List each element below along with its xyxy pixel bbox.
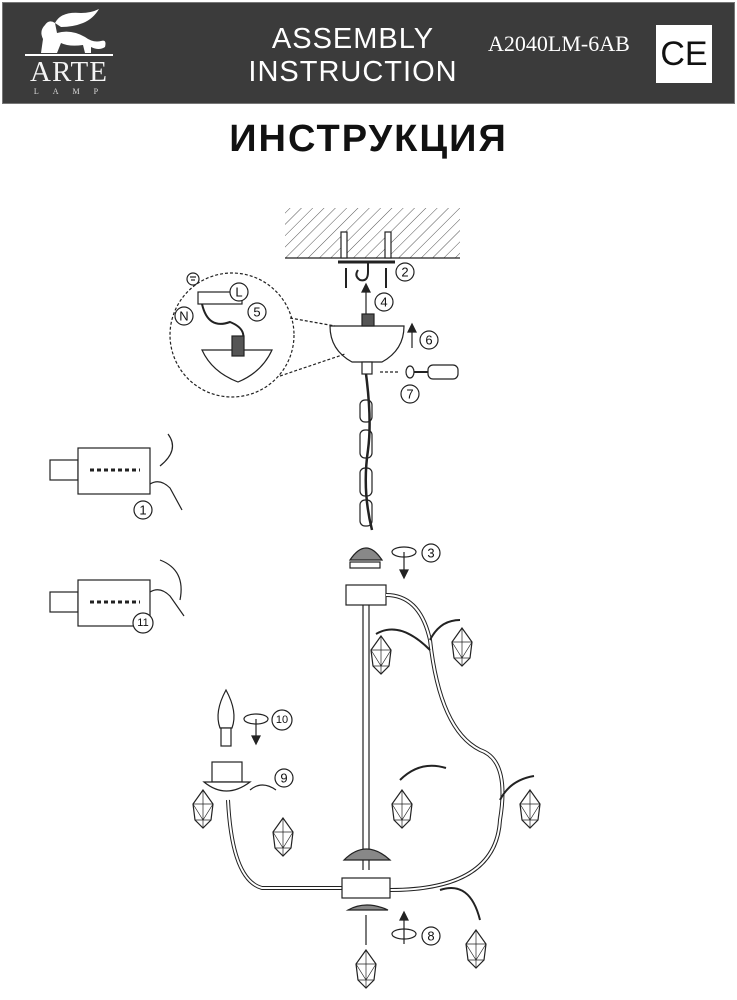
page-title: ИНСТРУКЦИЯ bbox=[229, 118, 508, 160]
svg-text:10: 10 bbox=[276, 714, 288, 726]
arrow-icon bbox=[361, 282, 371, 315]
chandelier-body bbox=[226, 547, 535, 945]
terminal-detail-11 bbox=[49, 559, 185, 627]
candle-socket bbox=[202, 761, 252, 792]
lion-logo-icon bbox=[25, 9, 113, 56]
brand-subtitle: LAMP bbox=[33, 87, 113, 96]
model-number: A2040LM-6AB bbox=[488, 31, 630, 56]
svg-text:9: 9 bbox=[280, 771, 287, 786]
mounting-bracket bbox=[338, 231, 395, 288]
ceiling bbox=[285, 208, 460, 259]
chain bbox=[359, 373, 374, 531]
header-bar: ARTE LAMP ASSEMBLY INSTRUCTION A2040LM-6… bbox=[2, 2, 735, 104]
canopy bbox=[329, 313, 405, 375]
terminal-detail-1 bbox=[49, 433, 183, 511]
step-6: 6 bbox=[419, 330, 439, 350]
step-3: 3 bbox=[421, 543, 441, 563]
document-title: ASSEMBLY INSTRUCTION bbox=[233, 23, 473, 89]
svg-text:11: 11 bbox=[137, 617, 148, 629]
step-2: 2 bbox=[395, 262, 415, 282]
bulb-icon bbox=[217, 688, 235, 747]
title-line-2: INSTRUCTION bbox=[248, 56, 458, 88]
arrow-icon bbox=[249, 784, 277, 791]
step-1: 1 bbox=[133, 500, 153, 520]
svg-text:5: 5 bbox=[253, 305, 260, 320]
live-label: L bbox=[235, 285, 242, 300]
step-4: 4 bbox=[374, 292, 394, 312]
step-10: 10 bbox=[271, 709, 293, 731]
svg-text:7: 7 bbox=[406, 387, 413, 402]
svg-text:1: 1 bbox=[139, 503, 146, 518]
step-11: 11 bbox=[132, 612, 154, 634]
ce-mark: CE bbox=[656, 25, 712, 83]
svg-text:4: 4 bbox=[380, 295, 387, 310]
brand-logo: ARTE LAMP bbox=[21, 9, 117, 99]
step-5: 5 bbox=[247, 302, 267, 322]
svg-text:2: 2 bbox=[401, 265, 408, 280]
svg-text:6: 6 bbox=[425, 333, 432, 348]
step-7: 7 bbox=[400, 384, 420, 404]
ground-symbol-icon bbox=[186, 272, 200, 286]
neutral-label: N bbox=[179, 309, 188, 324]
svg-text:3: 3 bbox=[427, 546, 434, 561]
svg-text:8: 8 bbox=[427, 929, 434, 944]
step-8: 8 bbox=[421, 926, 441, 946]
step-markers: 1 2 3 4 5 6 7 8 9 10 11 bbox=[132, 262, 441, 946]
arrow-icon bbox=[407, 322, 417, 348]
brand-name: ARTE bbox=[30, 56, 108, 88]
wiring-detail: N L bbox=[169, 272, 346, 398]
screwdriver-icon bbox=[380, 364, 459, 380]
rotate-arrow-icon bbox=[243, 546, 417, 944]
title-line-1: ASSEMBLY bbox=[271, 23, 435, 55]
step-9: 9 bbox=[274, 768, 294, 788]
